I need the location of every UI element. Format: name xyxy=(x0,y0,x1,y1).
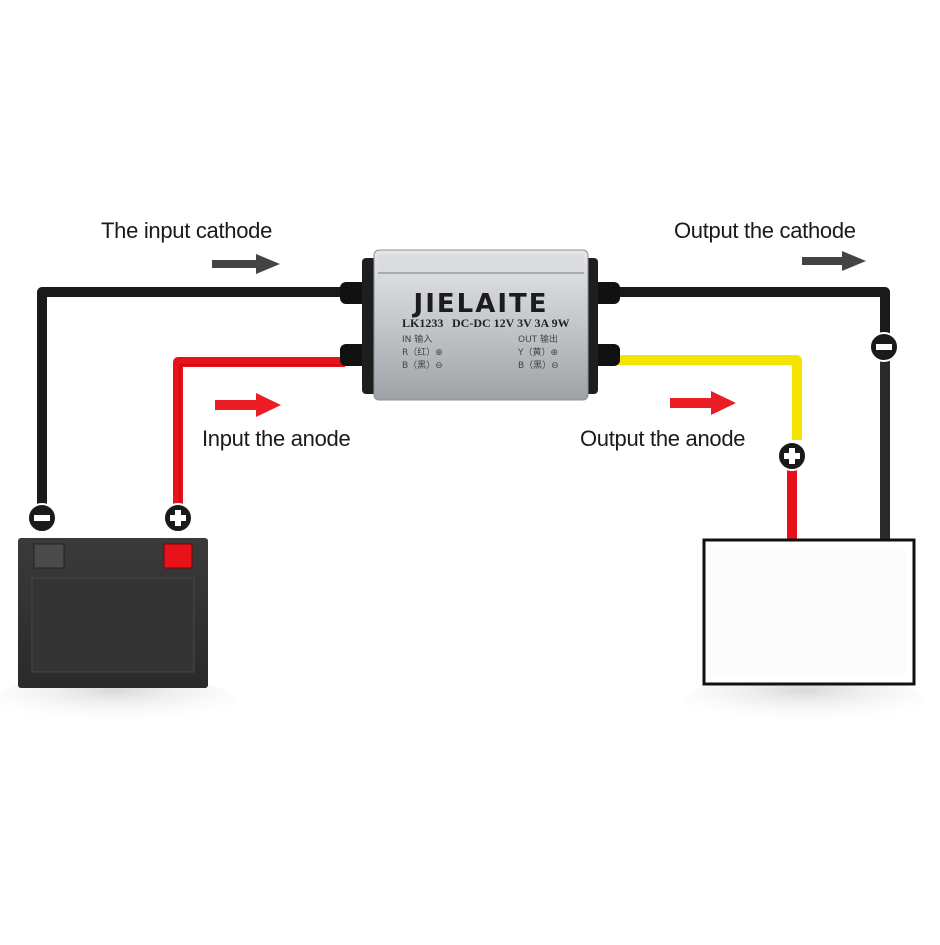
minus-circle-icon xyxy=(869,332,899,362)
battery xyxy=(18,538,208,688)
housing-ridge xyxy=(378,254,584,272)
housing-body xyxy=(373,249,589,401)
model-label: LK1233 xyxy=(402,316,443,330)
plus-circle-icon xyxy=(777,441,807,471)
in-red-label: R（红）⊕ xyxy=(402,346,443,358)
out-black-label: B（黑）⊖ xyxy=(518,360,559,371)
right-arrow-icon xyxy=(212,254,280,274)
right-arrow-icon xyxy=(670,391,736,415)
battery-face xyxy=(31,577,195,673)
out-yellow-label: Y（黄）⊕ xyxy=(517,346,558,358)
spec-label: DC-DC 12V 3V 3A 9W xyxy=(452,316,570,330)
output-negative-wire xyxy=(600,287,890,540)
load-device xyxy=(702,538,916,686)
output-anode-label: Output the anode xyxy=(580,426,745,451)
right-arrow-icon xyxy=(215,393,281,417)
plus-circle-icon xyxy=(163,503,193,533)
input-anode-label: Input the anode xyxy=(202,426,350,451)
battery-negative-post xyxy=(33,543,65,569)
in-black-label: B（黑）⊖ xyxy=(402,360,443,371)
housing-ridge-line xyxy=(378,272,584,274)
minus-circle-icon xyxy=(27,503,57,533)
right-arrow-icon xyxy=(802,251,866,271)
battery-positive-post xyxy=(163,543,193,569)
input-cathode-label: The input cathode xyxy=(101,218,272,243)
input-positive-wire xyxy=(173,357,345,508)
input-negative-wire xyxy=(37,287,345,508)
in-label: IN 输入 xyxy=(402,333,432,345)
output-cathode-label: Output the cathode xyxy=(674,218,856,243)
load-shadow xyxy=(685,675,925,725)
input-positive-wire-shade xyxy=(179,364,347,511)
converter-module: JIELAITE LK1233 DC-DC 12V 3V 3A 9W IN 输入… xyxy=(340,249,620,401)
out-label: OUT 输出 xyxy=(518,333,558,345)
load-box-face xyxy=(712,548,906,676)
output-positive-wire xyxy=(600,355,802,440)
brand-label: JIELAITE xyxy=(412,289,549,319)
